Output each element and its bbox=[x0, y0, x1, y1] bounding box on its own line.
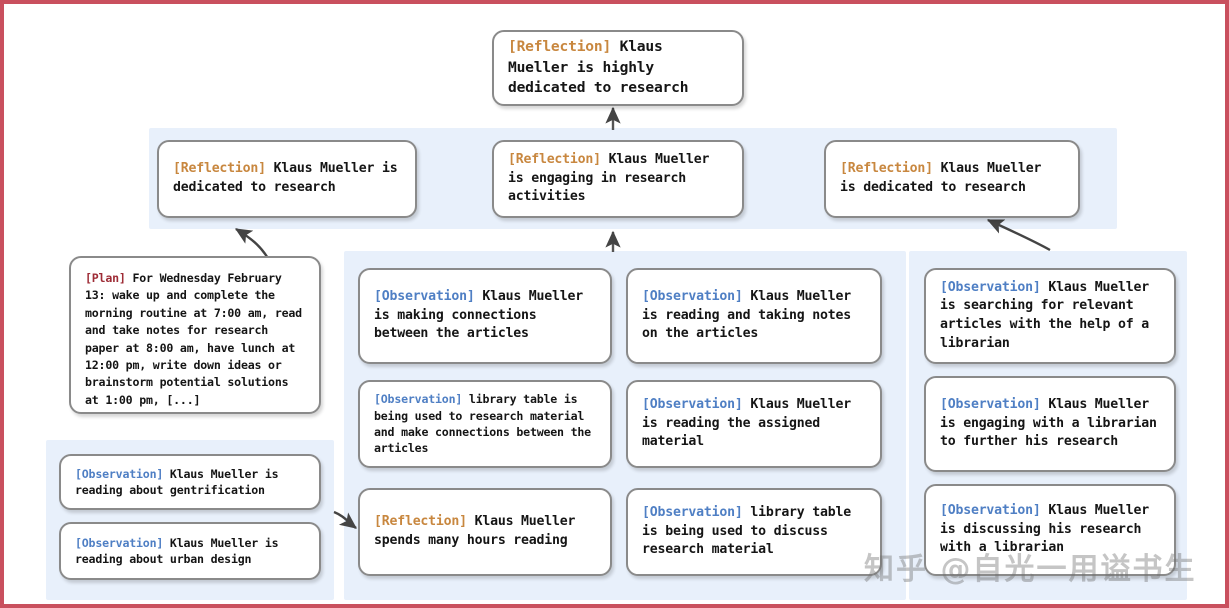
node-text: [Observation] Klaus Mueller is discussin… bbox=[940, 502, 1160, 558]
node-body: Klaus Mueller spends many hours reading bbox=[374, 514, 583, 548]
node-obs-assigned-material[interactable]: [Observation] Klaus Mueller is reading t… bbox=[626, 380, 882, 468]
node-text: [Observation] library table is being use… bbox=[642, 504, 866, 560]
node-obs-connections[interactable]: [Observation] Klaus Mueller is making co… bbox=[358, 268, 612, 364]
tag-observation: [Observation] bbox=[642, 504, 743, 520]
node-body: library table is being used to discuss r… bbox=[642, 504, 859, 558]
node-mid-reflection-right[interactable]: [Reflection] Klaus Mueller is dedicated … bbox=[824, 140, 1080, 218]
node-text: [Reflection] Klaus Mueller is engaging i… bbox=[508, 151, 728, 207]
node-body: Klaus Mueller is searching for relevant … bbox=[940, 279, 1157, 351]
node-text: [Observation] library table is being use… bbox=[374, 391, 596, 457]
tag-observation: [Observation] bbox=[940, 396, 1041, 412]
node-obs-gentrification[interactable]: [Observation] Klaus Mueller is reading a… bbox=[59, 454, 321, 510]
tag-observation: [Observation] bbox=[75, 466, 164, 481]
node-text: [Observation] Klaus Mueller is reading a… bbox=[642, 288, 866, 344]
node-body: Klaus Mueller is reading and taking note… bbox=[642, 288, 859, 342]
node-obs-discussing-research[interactable]: [Observation] Klaus Mueller is discussin… bbox=[924, 484, 1176, 576]
node-text: [Observation] Klaus Mueller is reading a… bbox=[75, 466, 305, 499]
tag-reflection: [Reflection] bbox=[840, 161, 933, 177]
node-text: [Reflection] Klaus Mueller is dedicated … bbox=[840, 160, 1064, 197]
node-text: [Reflection] Klaus Mueller spends many h… bbox=[374, 513, 596, 550]
node-text: [Observation] Klaus Mueller is engaging … bbox=[940, 396, 1160, 452]
tag-reflection: [Reflection] bbox=[374, 514, 467, 530]
node-mid-reflection-left[interactable]: [Reflection] Klaus Mueller is dedicated … bbox=[157, 140, 417, 218]
node-obs-urban-design[interactable]: [Observation] Klaus Mueller is reading a… bbox=[59, 522, 321, 580]
tag-observation: [Observation] bbox=[940, 279, 1041, 295]
node-text: [Observation] Klaus Mueller is making co… bbox=[374, 288, 596, 344]
node-plan[interactable]: [Plan] For Wednesday February 13: wake u… bbox=[69, 256, 321, 414]
node-obs-searching-articles[interactable]: [Observation] Klaus Mueller is searching… bbox=[924, 268, 1176, 364]
node-body: Klaus Mueller is discussing his research… bbox=[940, 502, 1157, 556]
tag-plan: [Plan] bbox=[85, 271, 126, 285]
node-body: Klaus Mueller is engaging with a librari… bbox=[940, 396, 1165, 450]
node-text: [Plan] For Wednesday February 13: wake u… bbox=[85, 270, 305, 409]
node-text: [Reflection] Klaus Mueller is highly ded… bbox=[508, 37, 728, 99]
node-body: Klaus Mueller is engaging in research ac… bbox=[508, 151, 717, 205]
node-text: [Observation] Klaus Mueller is searching… bbox=[940, 279, 1160, 354]
node-text: [Observation] Klaus Mueller is reading t… bbox=[642, 396, 866, 452]
node-obs-engaging-librarian[interactable]: [Observation] Klaus Mueller is engaging … bbox=[924, 376, 1176, 472]
tag-observation: [Observation] bbox=[642, 396, 743, 412]
node-obs-library-table-discuss[interactable]: [Observation] library table is being use… bbox=[626, 488, 882, 576]
tag-observation: [Observation] bbox=[374, 392, 463, 407]
tag-observation: [Observation] bbox=[75, 535, 164, 550]
node-root-reflection[interactable]: [Reflection] Klaus Mueller is highly ded… bbox=[492, 30, 744, 106]
node-text: [Reflection] Klaus Mueller is dedicated … bbox=[173, 160, 401, 197]
node-text: [Observation] Klaus Mueller is reading a… bbox=[75, 535, 305, 568]
node-body: Klaus Mueller is reading about urban des… bbox=[75, 535, 286, 566]
node-body: Klaus Mueller is dedicated to research bbox=[840, 161, 1049, 195]
node-body: For Wednesday February 13: wake up and c… bbox=[85, 271, 309, 407]
node-body: Klaus Mueller is reading the assigned ma… bbox=[642, 396, 859, 450]
node-mid-reflection-center[interactable]: [Reflection] Klaus Mueller is engaging i… bbox=[492, 140, 744, 218]
node-reflection-hours-reading[interactable]: [Reflection] Klaus Mueller spends many h… bbox=[358, 488, 612, 576]
node-obs-library-table-connections[interactable]: [Observation] library table is being use… bbox=[358, 380, 612, 468]
node-obs-reading-notes[interactable]: [Observation] Klaus Mueller is reading a… bbox=[626, 268, 882, 364]
node-body: Klaus Mueller is dedicated to research bbox=[173, 161, 406, 195]
tag-observation: [Observation] bbox=[374, 288, 475, 304]
tag-reflection: [Reflection] bbox=[508, 151, 601, 167]
tag-observation: [Observation] bbox=[642, 288, 743, 304]
tag-reflection: [Reflection] bbox=[173, 161, 266, 177]
tag-observation: [Observation] bbox=[940, 502, 1041, 518]
tag-reflection: [Reflection] bbox=[508, 37, 612, 55]
node-body: library table is being used to research … bbox=[374, 392, 598, 456]
node-body: Klaus Mueller is reading about gentrific… bbox=[75, 466, 286, 497]
node-body: Klaus Mueller is highly dedicated to res… bbox=[508, 37, 689, 97]
node-body: Klaus Mueller is making connections betw… bbox=[374, 288, 591, 342]
